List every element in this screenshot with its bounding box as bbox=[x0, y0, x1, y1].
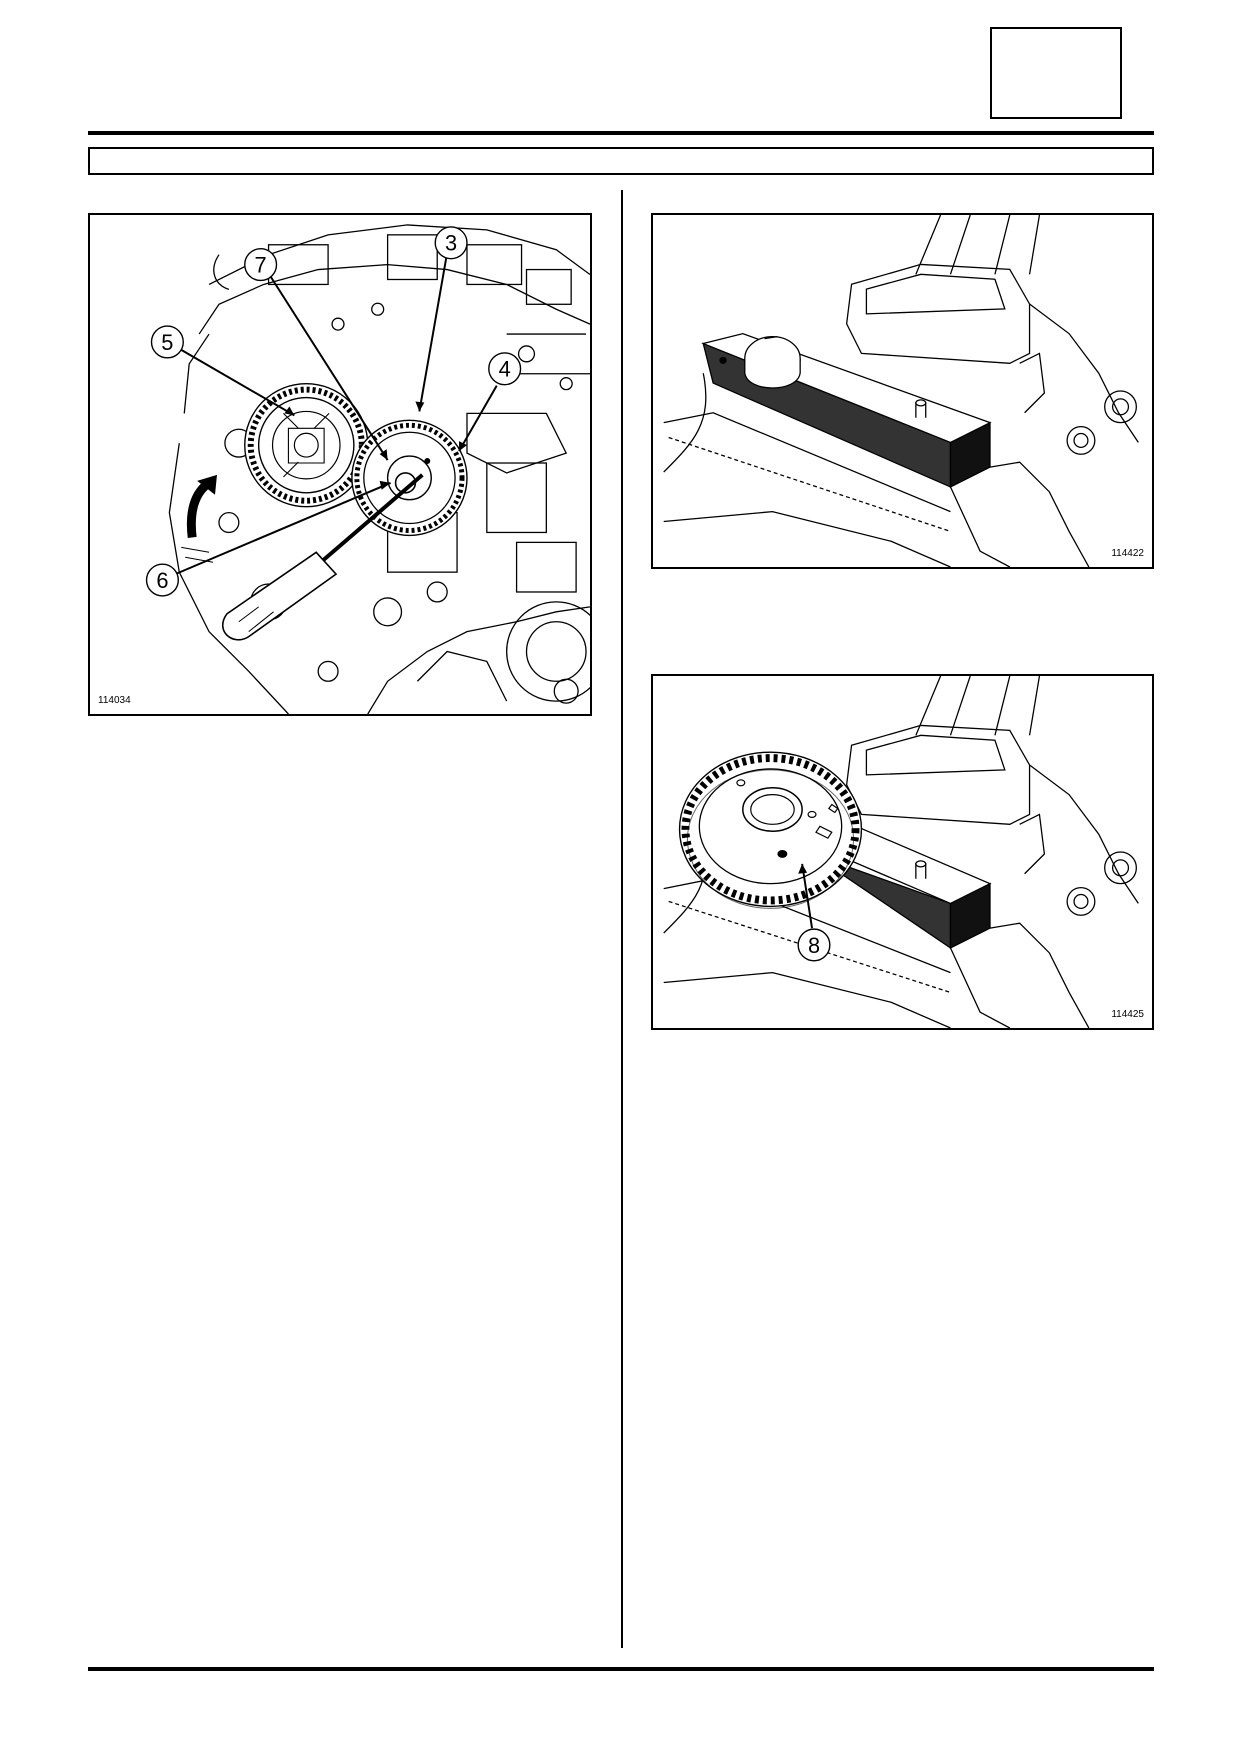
column-divider bbox=[621, 190, 623, 1648]
callout-8-circle bbox=[797, 928, 831, 962]
gear-on-vice bbox=[678, 751, 863, 909]
callout-6: 6 bbox=[156, 568, 168, 593]
callout-6-circle bbox=[145, 563, 179, 597]
callout-5-circle bbox=[150, 325, 184, 359]
figure-vice-tool: 114422 bbox=[651, 213, 1154, 569]
corner-section-box bbox=[990, 27, 1122, 119]
figure-vice-gear: 8 114425 bbox=[651, 674, 1154, 1030]
screwdriver-tool bbox=[181, 473, 424, 641]
camshaft-gear-large bbox=[244, 382, 369, 508]
callout-5: 5 bbox=[161, 330, 173, 355]
header-bar bbox=[88, 147, 1154, 175]
footer-rule bbox=[88, 1667, 1154, 1671]
callout-7: 7 bbox=[255, 253, 267, 278]
engine-illustration: 3 4 5 6 7 bbox=[145, 224, 590, 714]
header-rule bbox=[88, 131, 1154, 135]
figure-ref-114034: 114034 bbox=[98, 695, 131, 706]
vice-illustration bbox=[663, 215, 1139, 567]
callout-7-circle bbox=[244, 248, 278, 282]
callout-8: 8 bbox=[808, 933, 820, 958]
callout-4-circle bbox=[488, 352, 522, 386]
figure-engine-gears: 3 4 5 6 7 114034 bbox=[88, 213, 592, 716]
figure-ref-114422: 114422 bbox=[1111, 548, 1144, 559]
figure-ref-114425: 114425 bbox=[1111, 1009, 1144, 1020]
callout-3-circle bbox=[434, 226, 468, 260]
vice-gear-illustration: 8 bbox=[663, 676, 1139, 1028]
callout-3: 3 bbox=[445, 231, 457, 256]
callout-4: 4 bbox=[499, 357, 511, 382]
